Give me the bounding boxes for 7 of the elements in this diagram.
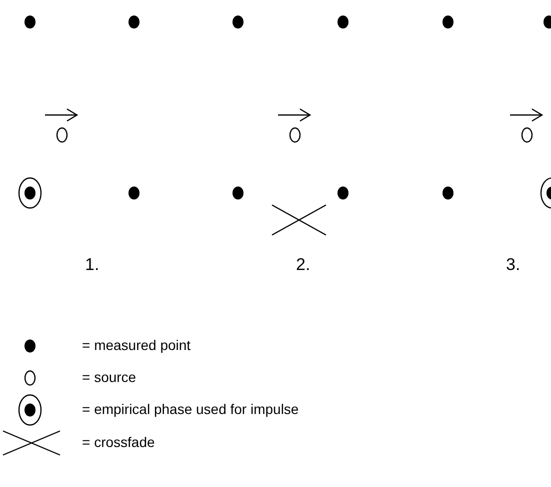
step-number: 3.: [506, 255, 520, 275]
step-number: 1.: [85, 255, 100, 275]
step-number: 2.: [296, 255, 310, 275]
legend-text: = crossfade: [82, 434, 155, 450]
legend-text: = empirical phase used for impulse: [82, 401, 299, 417]
legend-text: = source: [82, 369, 136, 385]
legend-text: = measured point: [82, 337, 191, 353]
